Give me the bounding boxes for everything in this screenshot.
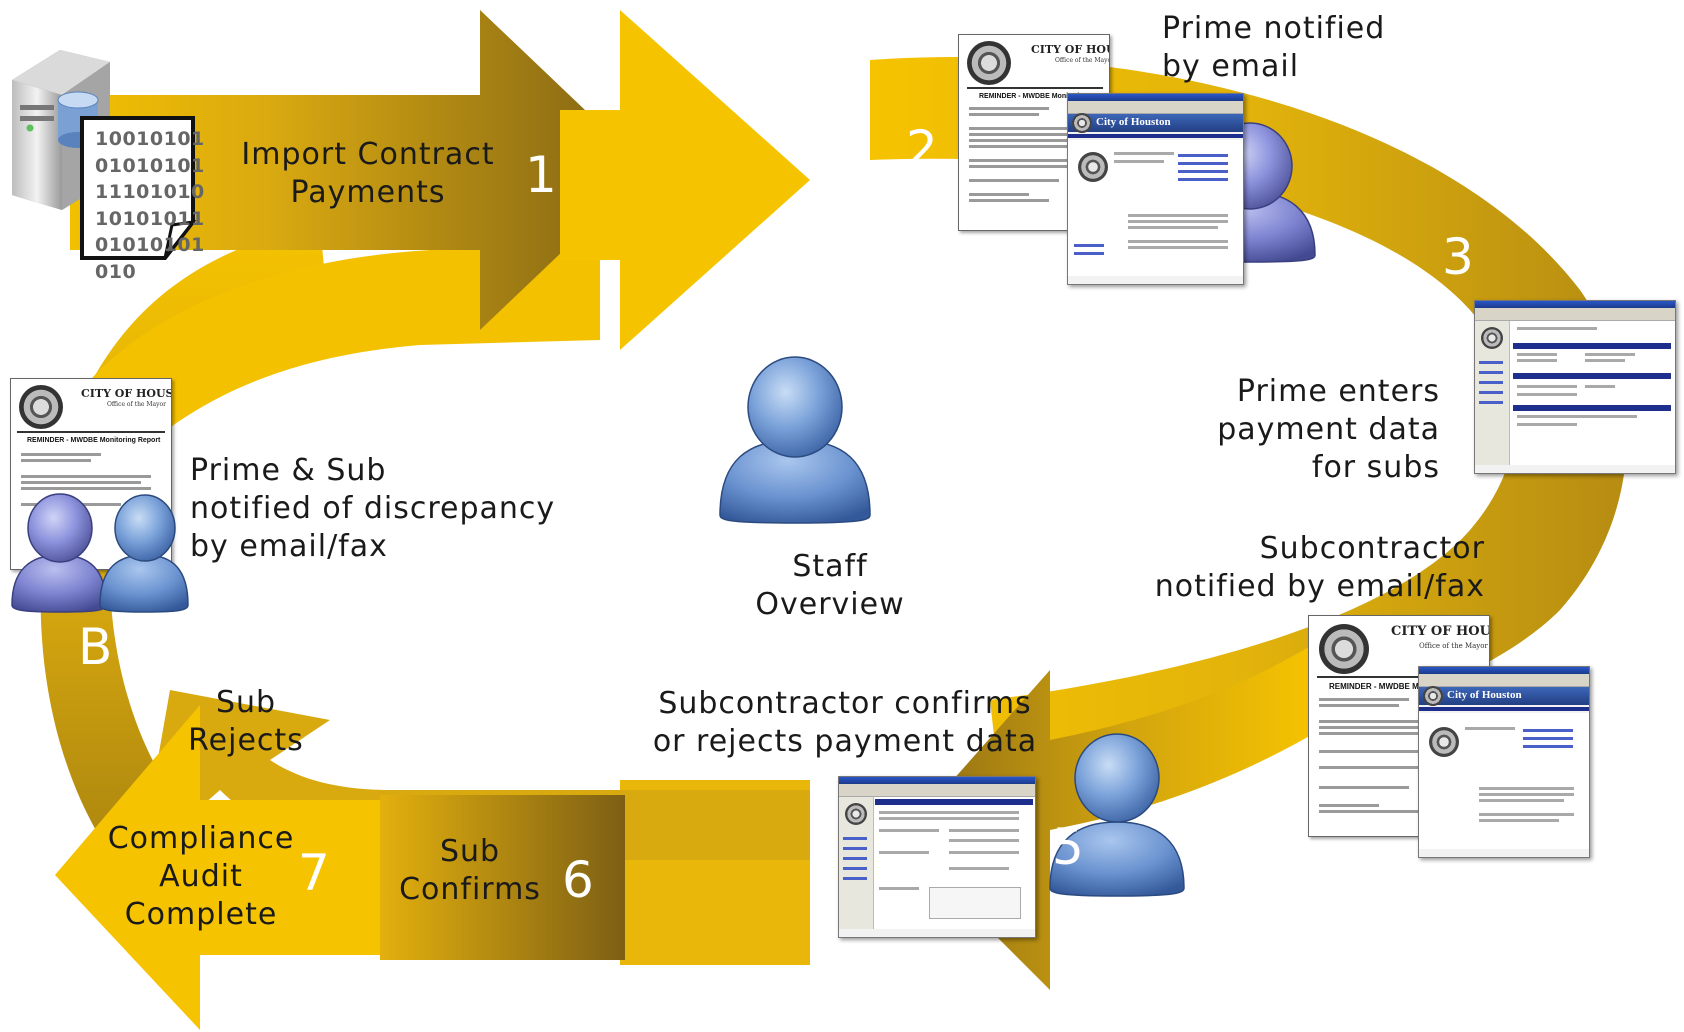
person-icon (1049, 733, 1185, 897)
step-3-number: 3 (1442, 228, 1474, 286)
step-7-label: Compliance Audit Complete (107, 821, 295, 932)
person-icon (11, 493, 107, 613)
import-arrow (70, 10, 648, 330)
step-4-label: Subcontractor notified by email/fax (1154, 531, 1485, 604)
person-icon (719, 356, 871, 524)
webpage-prime-entry (1474, 300, 1676, 474)
binary-data-text: 10010101 01010101 11101010 10101011 0101… (95, 128, 205, 283)
flow-arrow-top (560, 10, 810, 350)
step-7-number: 7 (298, 844, 330, 902)
person-pair-icon (11, 493, 189, 613)
webpage-sub-confirm (838, 776, 1036, 938)
step-a-number: A (310, 724, 345, 782)
step-2-label: Prime notified by email (1162, 11, 1386, 84)
confirm-box (380, 795, 625, 960)
compliance-arrow (55, 705, 380, 1030)
staff-overview-label: Staff Overview (755, 549, 905, 622)
step-b-label: Prime & Sub notified of discrepancy by e… (190, 453, 556, 564)
step-3-label: Prime enters payment data for subs (1217, 374, 1440, 485)
loop-band-top (60, 245, 600, 470)
step-6-label: Sub Confirms (399, 834, 541, 907)
step-a-label: Sub Rejects (188, 685, 304, 758)
webpage-sub-notification: City of Houston (1418, 666, 1590, 858)
webpage-prime-notification: City of Houston (1067, 93, 1244, 285)
step-b-number: B (78, 618, 113, 676)
step-1-label: Import Contract Payments (241, 137, 495, 210)
step-1-number: 1 (525, 146, 557, 204)
database-icon (57, 91, 99, 148)
step-5-label: Subcontractor confirms or rejects paymen… (652, 686, 1038, 759)
step-5-number: 5 (1052, 818, 1084, 876)
step-2-number: 2 (906, 120, 938, 178)
step-6-number: 6 (562, 851, 594, 909)
binary-file-icon (80, 116, 197, 260)
person-icon (99, 494, 189, 613)
loop-arrow-right (870, 56, 1627, 790)
step-4-number: 4 (1543, 600, 1575, 658)
